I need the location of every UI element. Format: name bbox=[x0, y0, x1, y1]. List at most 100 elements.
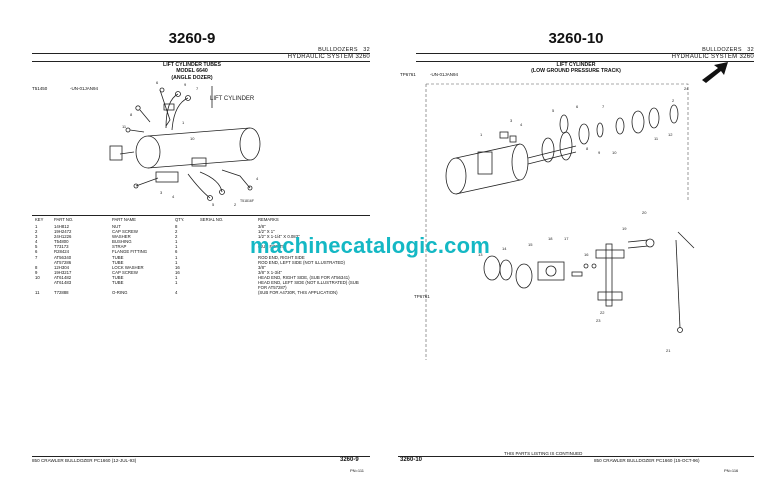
svg-text:14: 14 bbox=[502, 246, 507, 251]
svg-text:8: 8 bbox=[586, 146, 589, 151]
direction-arrow-icon bbox=[702, 62, 728, 83]
svg-text:8: 8 bbox=[130, 112, 133, 117]
svg-text:7: 7 bbox=[602, 104, 605, 109]
svg-text:13: 13 bbox=[478, 252, 483, 257]
continued-note: THIS PARTS LISTING IS CONTINUED bbox=[504, 451, 583, 456]
cell-name: LOCK WASHER bbox=[112, 264, 144, 270]
title-line: LIFT CYLINDER TUBES bbox=[163, 62, 221, 68]
cell-part-no: T54800 bbox=[54, 239, 69, 245]
svg-text:9: 9 bbox=[598, 150, 601, 155]
svg-text:3: 3 bbox=[510, 118, 513, 123]
svg-text:19: 19 bbox=[622, 226, 627, 231]
section-name: BULLDOZERS bbox=[318, 47, 358, 53]
right-page: 3260-10 BULLDOZERS 32 HYDRAULIC SYSTEM 3… bbox=[384, 0, 768, 497]
figure-ref-code: T51450 bbox=[32, 86, 48, 91]
cell-part-no: AT61482 bbox=[54, 274, 72, 280]
svg-text:10: 10 bbox=[190, 136, 195, 141]
figure-ref-code: TP6761 bbox=[400, 72, 416, 77]
page-number: 3260-9 bbox=[168, 30, 216, 47]
title-line: (ANGLE DOZER) bbox=[171, 74, 213, 81]
cell-qty: 2 bbox=[175, 234, 178, 240]
svg-text:5: 5 bbox=[552, 108, 555, 113]
cell-remarks: FOR AT57287) bbox=[258, 285, 287, 291]
table-row: FOR AT57287) bbox=[32, 285, 372, 290]
svg-text:6: 6 bbox=[576, 104, 579, 109]
cell-qty: 4 bbox=[175, 290, 178, 296]
cell-remarks: (SUB FOR T5 bbox=[258, 244, 285, 250]
col-part-name: PART NAME bbox=[112, 217, 136, 222]
cell-part-no: T73173 bbox=[54, 244, 69, 250]
subsection-header: HYDRAULIC SYSTEM 3260 bbox=[671, 54, 754, 60]
svg-text:2: 2 bbox=[234, 202, 237, 207]
cell-part-no: 12H304 bbox=[54, 264, 70, 270]
figure-title: LIFT CYLINDER (LOW GROUND PRESSURE TRACK… bbox=[384, 62, 768, 75]
cell-key: 5 bbox=[35, 244, 38, 250]
footer-text: 850 CRAWLER BULLDOZER PC1660 (15-OCT-96) bbox=[594, 458, 700, 463]
svg-text:17: 17 bbox=[564, 236, 569, 241]
cell-remarks: ROD END, LEFT SIDE (NOT ILLUSTRATED) bbox=[258, 259, 345, 265]
svg-text:2: 2 bbox=[672, 98, 675, 103]
header-rule bbox=[416, 61, 754, 62]
svg-text:16: 16 bbox=[584, 252, 589, 257]
cell-key: 7 bbox=[35, 254, 38, 260]
cell-part-no: AT61483 bbox=[54, 280, 72, 286]
cell-part-no: 14H812 bbox=[54, 224, 70, 229]
cell-remarks: 3/8" X 1-3/4" bbox=[258, 269, 283, 275]
svg-text:22: 22 bbox=[600, 310, 605, 315]
cell-key: 10 bbox=[35, 274, 40, 280]
page-number: 3260-10 bbox=[548, 30, 604, 47]
cell-key: 11 bbox=[35, 290, 40, 296]
cell-part-no: 19H3217 bbox=[54, 269, 72, 275]
cell-qty: 1 bbox=[175, 239, 178, 245]
cell-name: CAP SCREW bbox=[112, 229, 138, 235]
col-serial: SERIAL NO. bbox=[200, 217, 224, 222]
svg-text:24: 24 bbox=[684, 86, 689, 91]
col-part-no: PART NO. bbox=[54, 217, 74, 222]
col-qty: QTY. bbox=[175, 217, 185, 222]
footer-rule bbox=[32, 456, 370, 457]
watermark-text: machinecatalogic.com bbox=[250, 233, 490, 258]
svg-text:6: 6 bbox=[156, 80, 159, 85]
cell-qty: 1 bbox=[175, 244, 178, 250]
cell-part-no: 24H1226 bbox=[54, 234, 72, 240]
col-key: KEY bbox=[35, 217, 44, 222]
cell-name: TUBE bbox=[112, 254, 124, 260]
svg-text:9: 9 bbox=[184, 82, 187, 87]
cell-name: O-RING bbox=[112, 290, 128, 296]
cell-part-no: 19H2472 bbox=[54, 229, 72, 235]
cell-qty: 1 bbox=[175, 274, 178, 280]
cell-name: WASHER bbox=[112, 234, 131, 240]
diagram-code: TP6761 bbox=[414, 294, 430, 299]
cell-name: FLANGE FITTING bbox=[112, 249, 148, 255]
cell-qty: 1 bbox=[175, 259, 178, 265]
header-rule bbox=[32, 61, 370, 62]
cell-key: 1 bbox=[35, 224, 38, 229]
header-rule bbox=[416, 53, 754, 54]
cell-name: NUT bbox=[112, 224, 121, 229]
header-rule bbox=[32, 53, 370, 54]
cell-qty: 8 bbox=[175, 224, 178, 229]
cell-qty: 1 bbox=[175, 254, 178, 260]
table-rule bbox=[32, 215, 370, 216]
cell-key: 6 bbox=[35, 249, 38, 255]
cell-qty: 16 bbox=[175, 269, 180, 275]
figure-ref-date: -UN-01JAN94 bbox=[430, 72, 459, 77]
svg-text:5: 5 bbox=[212, 202, 215, 207]
cell-part-no: R28424 bbox=[54, 249, 70, 255]
cell-name: TUBE bbox=[112, 274, 124, 280]
subsection-header: HYDRAULIC SYSTEM 3260 bbox=[287, 54, 370, 60]
footer-rule bbox=[398, 456, 754, 457]
svg-text:1: 1 bbox=[182, 120, 185, 125]
col-remarks: REMARKS bbox=[258, 217, 279, 222]
